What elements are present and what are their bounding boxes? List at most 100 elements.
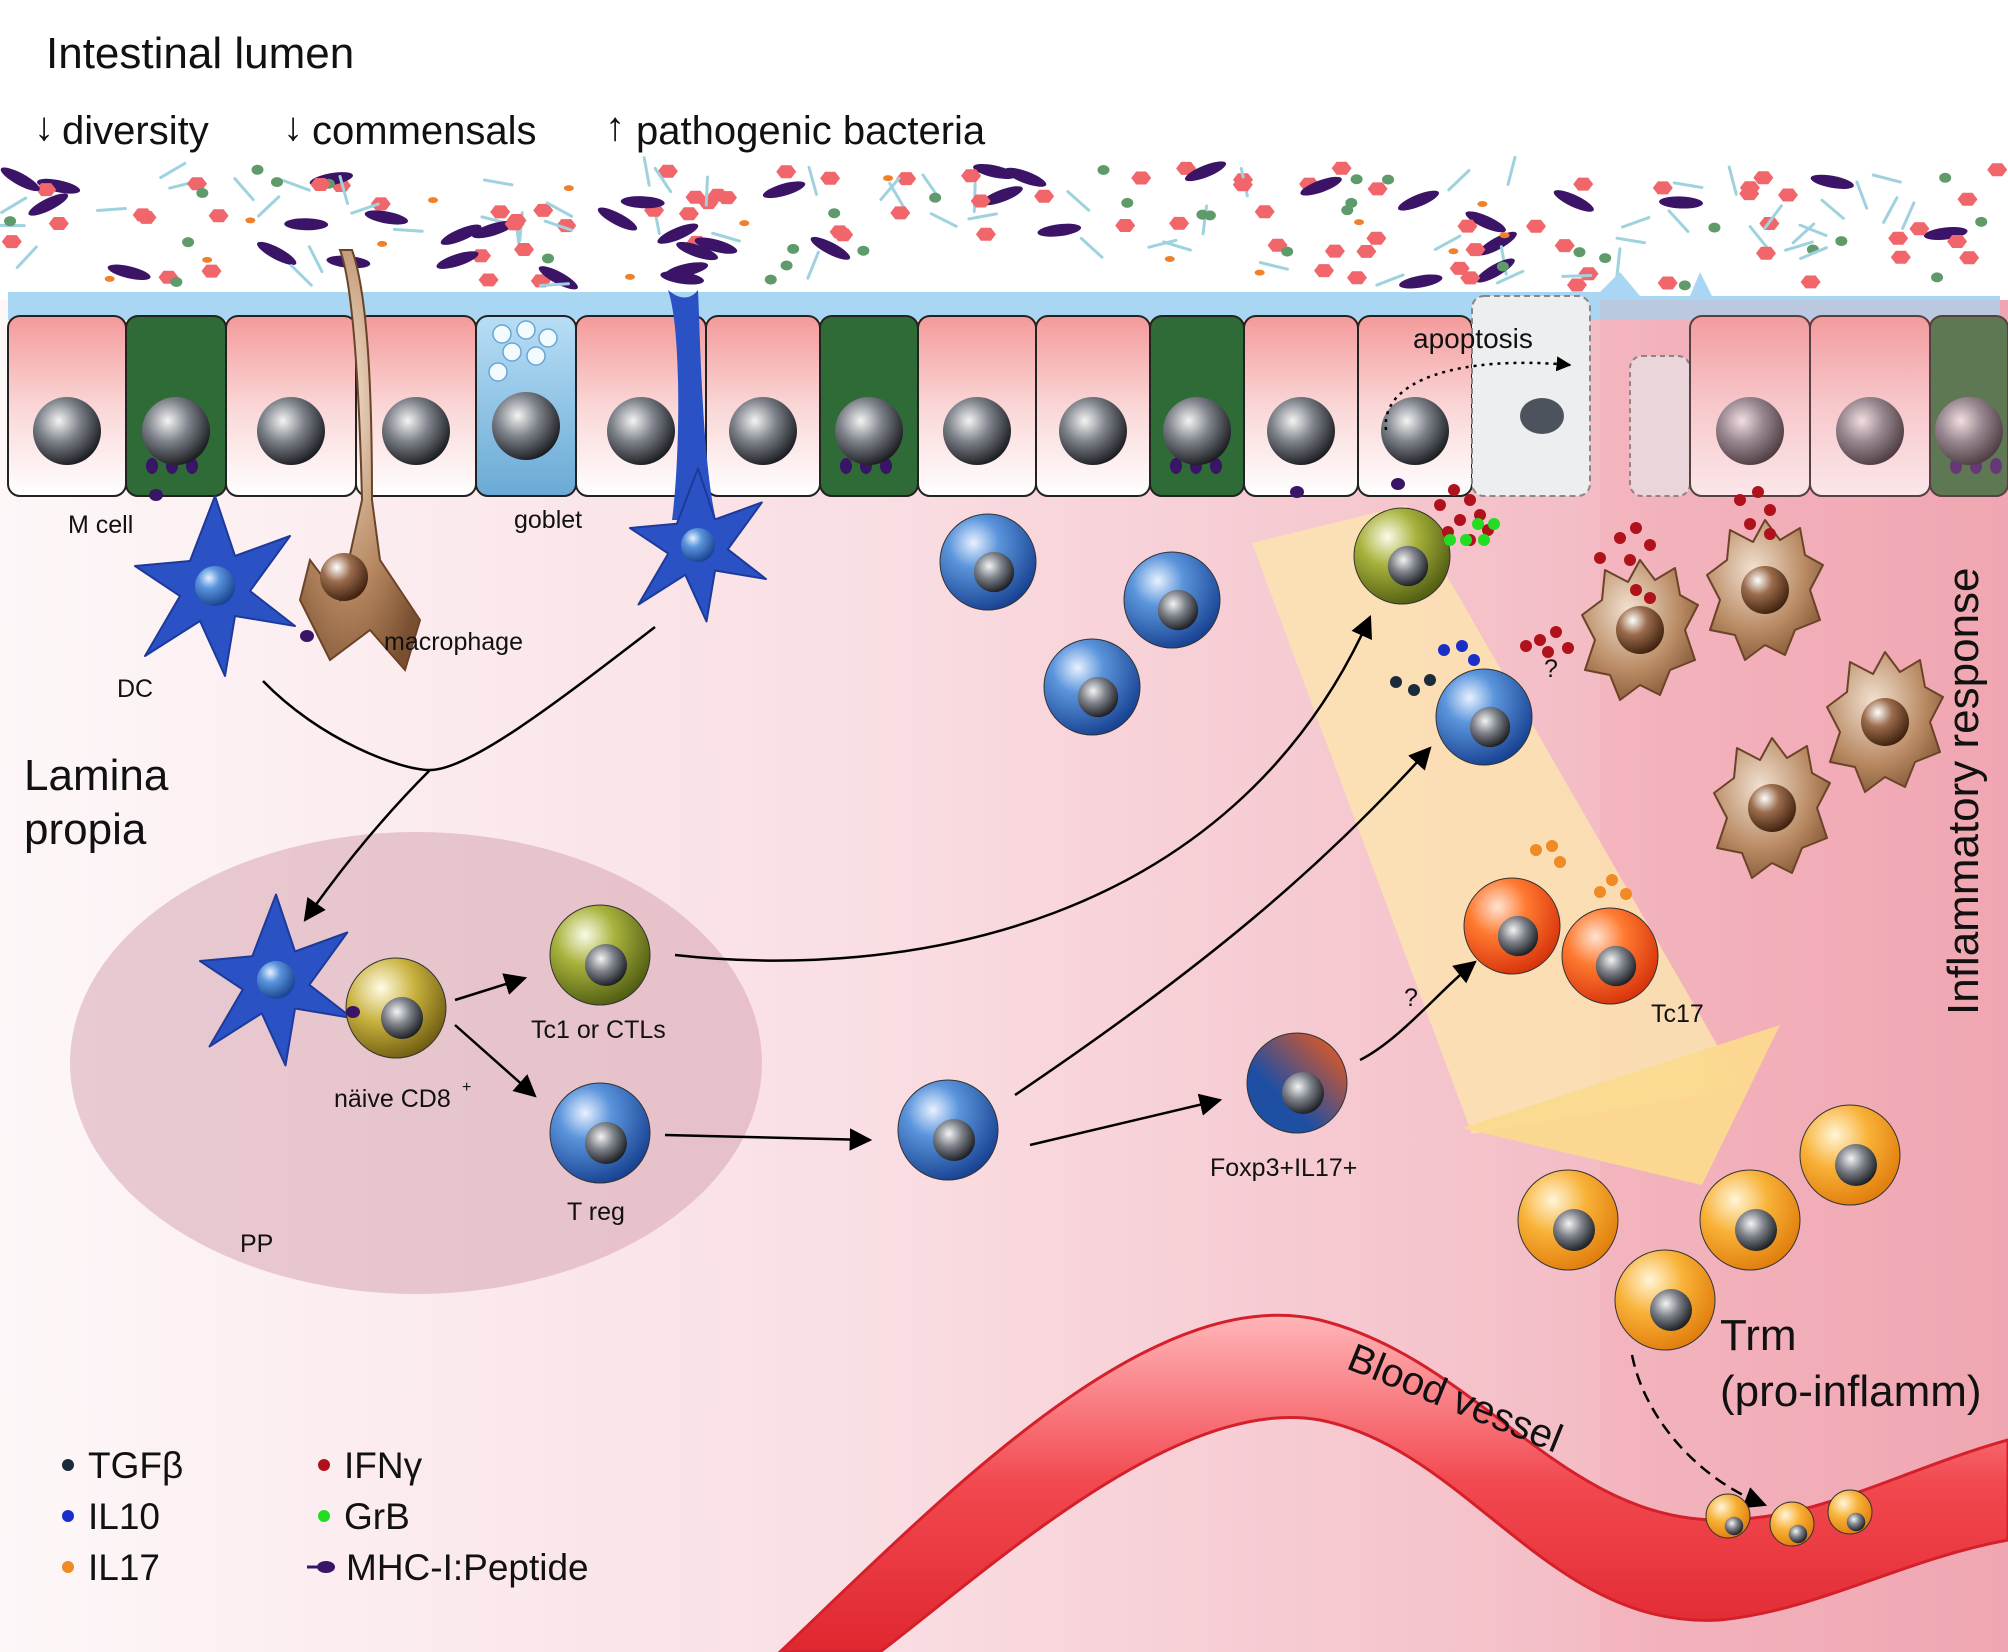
pathogen-bacterium	[970, 194, 991, 208]
rod-bacterium	[1727, 165, 1738, 196]
nucleus	[1059, 397, 1127, 465]
cytokine-dot	[1534, 634, 1546, 646]
legend-swatch-il17	[62, 1561, 74, 1573]
trm-cell-circulating-nucleus	[1846, 1512, 1866, 1532]
macrophage-nucleus	[320, 553, 368, 601]
cytokine-dot	[1472, 518, 1484, 530]
pathogen-bacterium	[1449, 261, 1470, 275]
pathogen-bacterium	[698, 196, 719, 210]
nucleus	[835, 397, 903, 465]
lamina-label-1: Lamina	[24, 751, 169, 800]
pathogen-bacterium	[1567, 278, 1587, 292]
cytokine-dot	[1460, 534, 1472, 546]
pathogen-bacterium	[1652, 181, 1673, 195]
coccus-bacterium	[542, 253, 555, 264]
mucus-granule	[488, 362, 508, 382]
rod-bacterium	[1791, 222, 1816, 245]
rod-bacterium	[1433, 234, 1462, 251]
commensal-bacterium	[471, 220, 515, 239]
commensals-label: commensals	[312, 109, 537, 153]
cytokine-dot	[1554, 856, 1566, 868]
nucleus	[33, 397, 101, 465]
pathogen-bacterium	[478, 273, 499, 287]
pathogen-bacterium	[975, 227, 996, 241]
pathogen-bacterium	[1554, 239, 1575, 253]
question-mark-1: ?	[1544, 655, 1558, 683]
coccus-bacterium	[929, 192, 942, 203]
small-particle	[104, 275, 115, 282]
rod-bacterium	[1495, 269, 1525, 285]
ctl-cell-nucleus	[1387, 545, 1429, 587]
pathogen-bacterium	[717, 191, 737, 205]
mhc-vesicle	[1990, 458, 2002, 474]
rod-bacterium	[233, 177, 255, 202]
cytokine-dot	[1594, 552, 1606, 564]
rod-bacterium	[338, 174, 350, 205]
rod-bacterium	[257, 195, 281, 218]
coccus-bacterium	[1196, 209, 1209, 220]
pathogen-bacterium	[1657, 276, 1678, 290]
coccus-bacterium	[1345, 197, 1358, 208]
rod-bacterium	[806, 250, 820, 280]
small-particle	[1164, 255, 1175, 262]
tc17-label: Tc17	[1651, 1000, 1704, 1028]
commensal-bacterium	[0, 167, 40, 192]
mucus-granule	[516, 320, 536, 340]
rod-bacterium	[1561, 274, 1593, 278]
cytokine-dot	[1624, 554, 1636, 566]
mucus-granule	[502, 342, 522, 362]
cytokine-dot	[1408, 684, 1420, 696]
commensal-bacterium	[436, 251, 479, 269]
coccus-bacterium	[1097, 164, 1110, 175]
pathogen-bacterium	[1254, 205, 1275, 219]
coccus-bacterium	[1975, 216, 1988, 227]
epithelium	[7, 249, 2008, 673]
small-particle	[624, 273, 635, 280]
coccus-bacterium	[1350, 174, 1363, 185]
nucleus	[257, 397, 325, 465]
trm-cell-nucleus	[1835, 1144, 1877, 1186]
arrow-pathogenic: ↑	[605, 105, 625, 149]
macrophage-label: macrophage	[384, 628, 523, 656]
pathogen-bacterium	[1331, 161, 1352, 175]
cytokine-dot	[1630, 584, 1642, 596]
cytokine-dot	[1562, 642, 1574, 654]
nucleus	[1267, 397, 1335, 465]
rod-bacterium	[1672, 181, 1704, 189]
pp-label: PP	[240, 1230, 273, 1258]
rod-bacterium	[15, 245, 38, 269]
legend-label-mhc: MHC-I:Peptide	[346, 1547, 589, 1588]
pathogen-bacterium	[678, 207, 699, 221]
small-particle	[883, 175, 894, 182]
cytokine-dot	[1464, 494, 1476, 506]
nucleus	[382, 397, 450, 465]
mucus-granule	[538, 328, 558, 348]
commensal-bacterium	[694, 237, 738, 254]
legend-swatch-ifng	[318, 1459, 330, 1471]
pathogen-bacterium	[1753, 171, 1774, 185]
coccus-bacterium	[1835, 236, 1848, 247]
pathogen-bacterium	[657, 164, 678, 178]
pathogen-bacterium	[1957, 192, 1978, 206]
commensal-bacterium	[107, 264, 151, 281]
small-particle	[1254, 269, 1265, 276]
commensal-bacterium	[981, 186, 1023, 206]
rod-bacterium	[711, 231, 741, 243]
trm-cell-circulating-nucleus	[1788, 1524, 1808, 1544]
mucus-granule	[526, 346, 546, 366]
nucleus	[943, 397, 1011, 465]
coccus-bacterium	[764, 274, 777, 285]
rod-bacterium	[1763, 204, 1783, 230]
commensal-bacterium	[284, 218, 329, 231]
rod-bacterium	[482, 178, 514, 187]
cytokine-dot	[1530, 844, 1542, 856]
coccus-bacterium	[1678, 280, 1691, 291]
trm-cell-nucleus	[1735, 1209, 1777, 1251]
mhc-peptide	[1290, 486, 1304, 498]
dc-dendrite	[668, 290, 716, 520]
rod-bacterium	[1667, 209, 1690, 234]
diversity-label: diversity	[62, 109, 209, 153]
dc-cell-pp-nucleus	[257, 961, 295, 999]
pathogen-bacterium	[1465, 243, 1486, 257]
